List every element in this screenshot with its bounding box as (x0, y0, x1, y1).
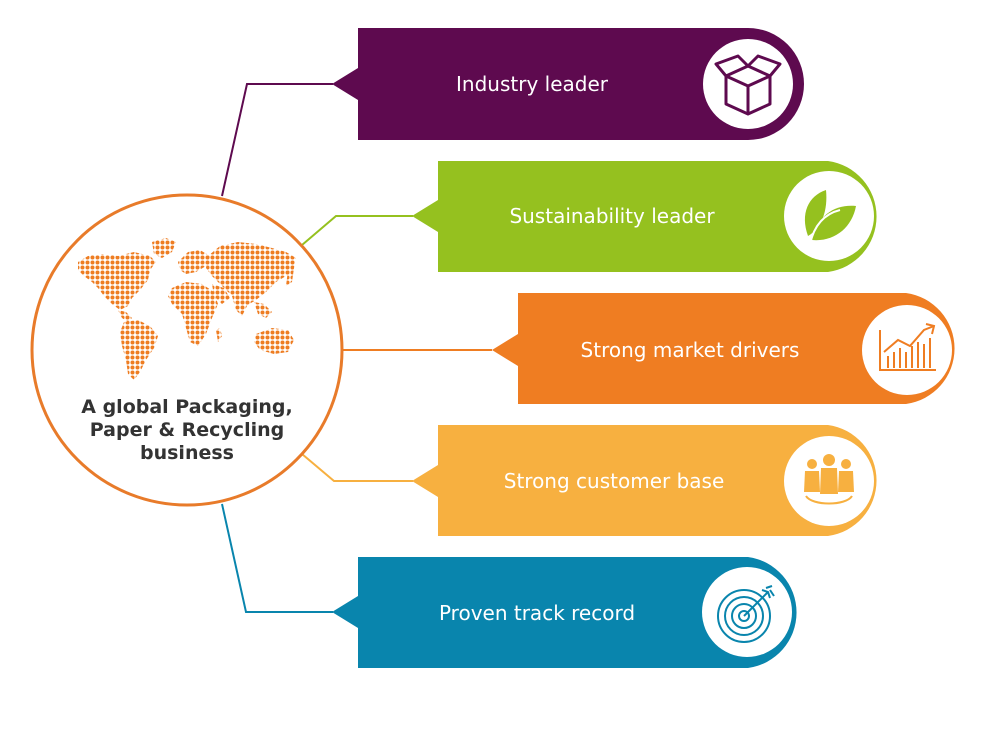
item-industry-leader: Industry leader (332, 28, 804, 140)
connectors (221, 83, 492, 613)
label-strong-market-drivers: Strong market drivers (581, 338, 800, 362)
pill-strong-market-drivers (492, 293, 955, 404)
people-icon (804, 454, 854, 505)
item-proven-track-record: Proven track record (332, 557, 797, 668)
pill-industry-leader (332, 28, 804, 140)
icon-circle-industry-leader (703, 39, 793, 129)
center-title-line-3: business (140, 442, 234, 464)
target-icon (717, 585, 775, 643)
world-map-icon (78, 238, 296, 380)
pill-proven-track-record (332, 557, 797, 668)
growth-chart-icon (879, 323, 936, 371)
center-title-line-2: Paper & Recycling (90, 419, 284, 441)
connector-strong-customer-base (301, 453, 413, 482)
center-title-line-1: A global Packaging, (81, 396, 292, 418)
label-sustainability-leader: Sustainability leader (509, 204, 715, 228)
label-industry-leader: Industry leader (456, 72, 609, 96)
pill-strong-customer-base (412, 425, 877, 536)
label-strong-customer-base: Strong customer base (504, 469, 725, 493)
item-strong-market-drivers: Strong market drivers (492, 293, 955, 404)
item-strong-customer-base: Strong customer base (412, 425, 877, 536)
center-node: A global Packaging, Paper & Recycling bu… (30, 193, 344, 507)
box-icon (714, 54, 782, 116)
item-sustainability-leader: Sustainability leader (412, 161, 877, 272)
label-proven-track-record: Proven track record (439, 601, 635, 625)
icon-circle-strong-market-drivers (862, 305, 952, 395)
connector-sustainability-leader (301, 215, 413, 246)
connector-proven-track-record (221, 503, 333, 613)
leaf-icon (804, 190, 856, 245)
pill-sustainability-leader (412, 161, 877, 272)
connector-industry-leader (221, 83, 333, 197)
